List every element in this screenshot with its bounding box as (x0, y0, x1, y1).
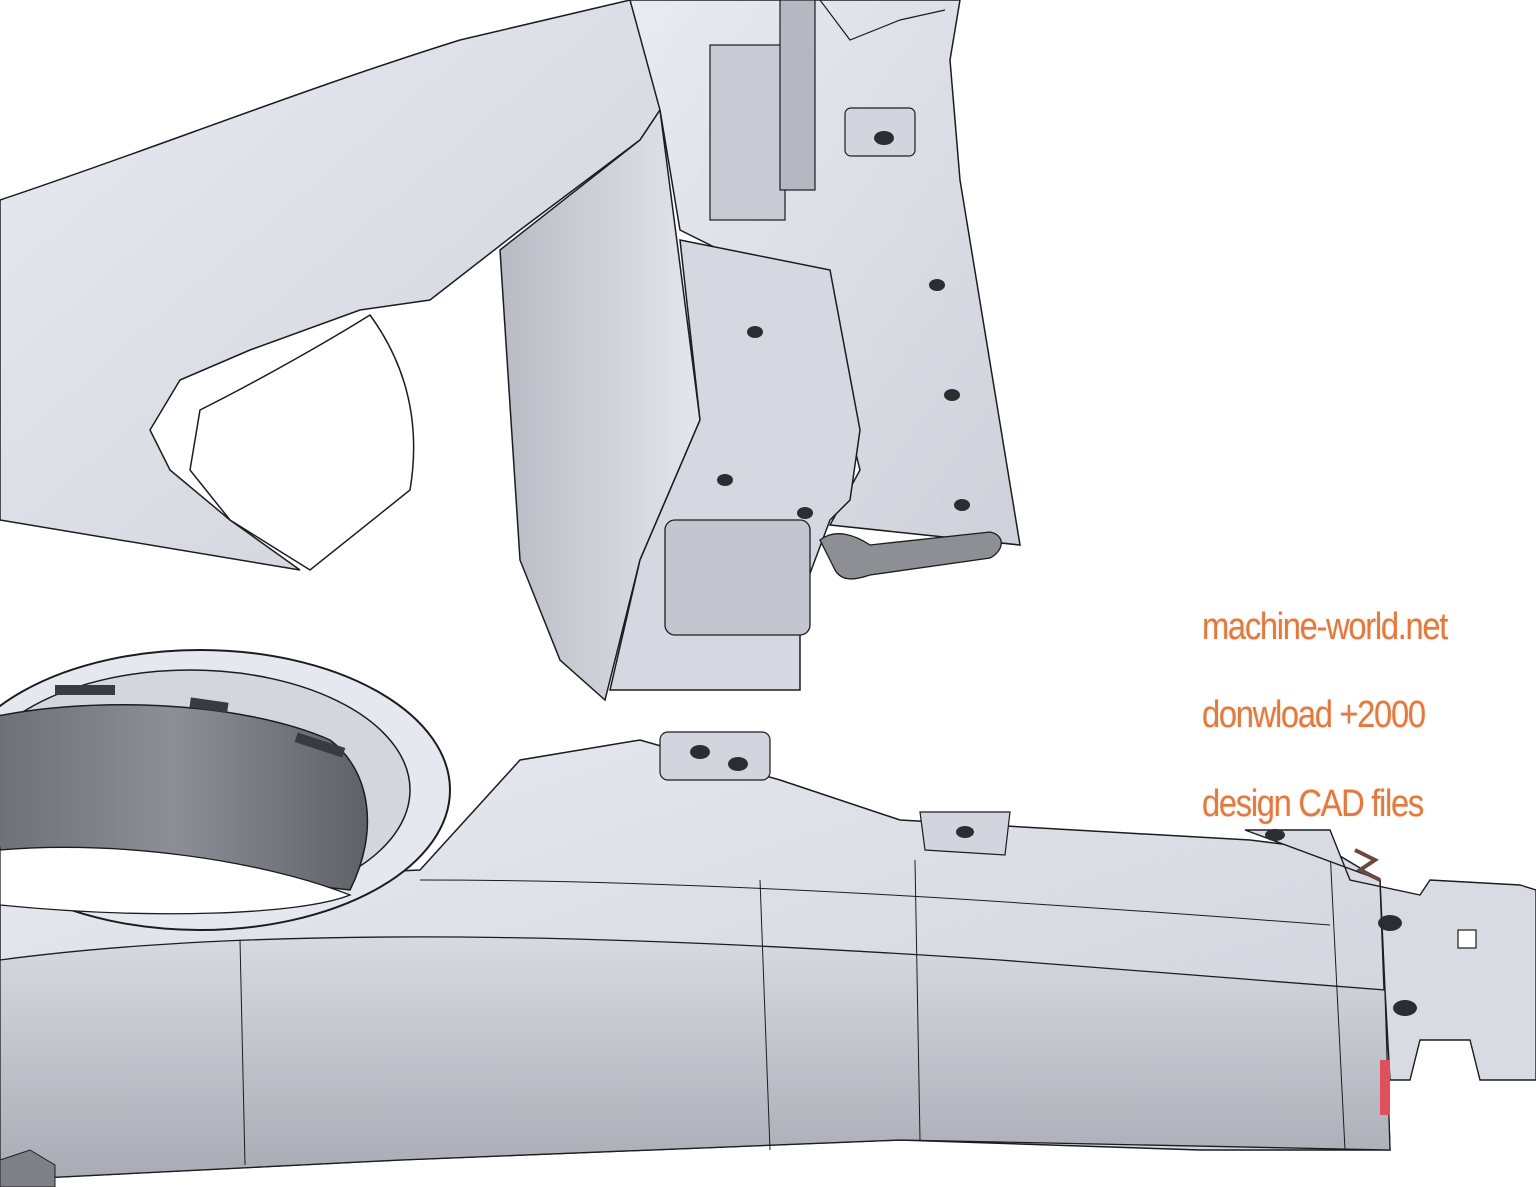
watermark-cad-files: design CAD files (1202, 783, 1424, 825)
upper-arm-body (0, 0, 661, 571)
end-bracket (1244, 829, 1536, 1081)
bushing-bore (0, 703, 369, 891)
lever-tab (819, 531, 1002, 580)
arm-cutout (189, 313, 415, 571)
watermark-site: machine-world.net (1202, 606, 1448, 648)
watermark-download: donwload +2000 (1202, 694, 1426, 736)
